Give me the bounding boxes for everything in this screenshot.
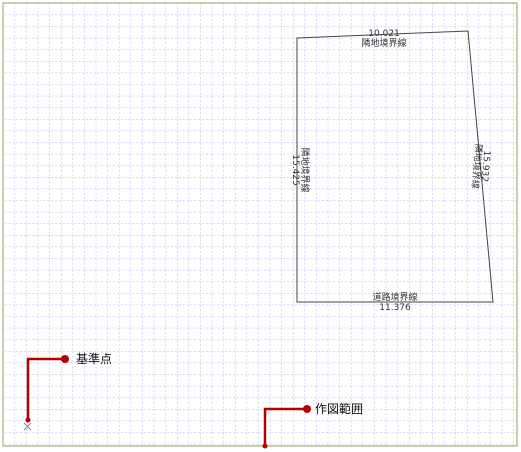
bottom-boundary-length: 11.376 — [379, 303, 411, 313]
drawing-area-callout — [262, 405, 311, 449]
grid-area — [3, 3, 517, 446]
drawing-area-label: 作図範囲 — [315, 401, 363, 416]
reference-point-callout — [25, 355, 69, 423]
left-boundary-label: 隣地境界線 — [299, 147, 311, 192]
origin-cross-icon — [23, 422, 32, 431]
bottom-boundary-label: 道路境界線 — [372, 291, 417, 303]
site-boundary-outline[interactable] — [296, 30, 494, 303]
top-boundary-length: 10.021 — [368, 29, 400, 39]
right-boundary-label: 隣地境界線 — [469, 143, 485, 189]
top-boundary-label: 隣地境界線 — [361, 37, 406, 49]
drawing-area-frame — [2, 2, 518, 447]
left-boundary-length: 15.425 — [290, 154, 300, 186]
reference-point-label: 基準点 — [76, 351, 112, 366]
right-boundary-length: 15.932 — [479, 150, 492, 182]
